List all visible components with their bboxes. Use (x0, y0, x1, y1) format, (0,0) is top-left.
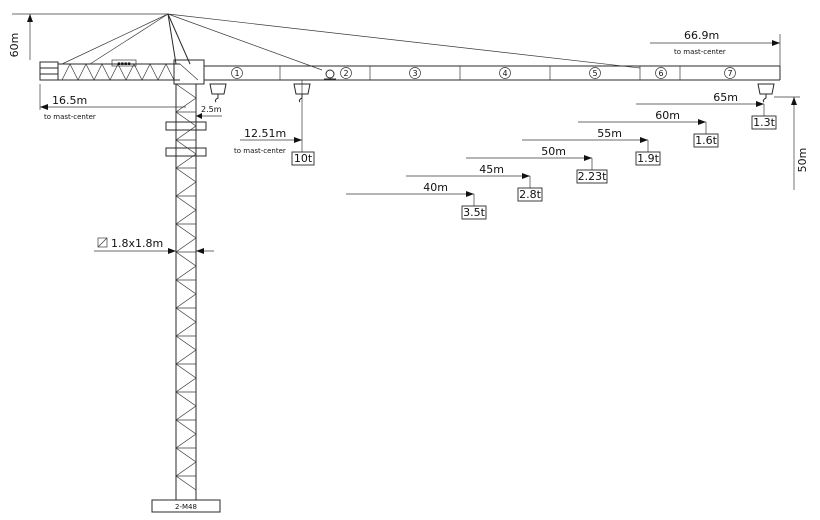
hook-height-label: 50m (796, 148, 809, 173)
load-chart-step: 55m 1.9t (522, 127, 661, 166)
max-radius-note: to mast-center (674, 48, 726, 56)
load-chart-load-box (576, 169, 608, 184)
main-jib: 1 2 3 4 5 6 7 (204, 65, 781, 81)
load-chart-arrow (584, 155, 592, 161)
load-chart-load-label: 1.6t (695, 134, 717, 147)
jib-section-number: 3 (412, 69, 417, 78)
max-load-label: 10t (294, 152, 313, 165)
jib-section-number: 7 (727, 69, 732, 78)
load-chart-load-box (635, 151, 661, 166)
tower-height-label: 60m (8, 33, 21, 58)
load-chart-radius-label: 45m (479, 163, 504, 176)
max-load-radius-label: 12.51m (244, 127, 286, 140)
trolley (324, 69, 336, 80)
load-chart: 40m 3.5t 45m 2.8t 50m 2.23t 55m 1.9t 60m 1.6t 65m 1… (346, 91, 777, 220)
jib-end-hook (757, 83, 775, 103)
jib-section-number: 1 (234, 69, 239, 78)
counter-jib-plate-text: ▪▪▪▪ (117, 61, 131, 67)
jib-section-number: 6 (658, 69, 663, 78)
load-chart-arrow (756, 101, 764, 107)
mast-lattice-bracing (175, 83, 197, 491)
slewing-offset-dimension: 2.5m (196, 105, 222, 119)
load-chart-arrow (522, 173, 530, 179)
load-chart-load-label: 2.23t (578, 170, 607, 183)
max-load-hook: 12.51m to mast-center 10t (234, 80, 315, 166)
jib-section-number: 5 (592, 69, 597, 78)
auxiliary-hook (209, 83, 227, 103)
load-chart-radius-label: 50m (541, 145, 566, 158)
load-chart-radius-label: 65m (713, 91, 738, 104)
jib-section-marker: 3 (409, 67, 421, 79)
load-chart-arrow (698, 119, 706, 125)
load-chart-load-box (461, 205, 487, 220)
counter-jib-radius-note: to mast-center (44, 113, 96, 121)
load-chart-step: 65m 1.3t (636, 91, 777, 130)
max-radius-dimension: 66.9m to mast-center (650, 29, 781, 66)
load-chart-radius-label: 55m (597, 127, 622, 140)
max-load-radius-note: to mast-center (234, 147, 286, 155)
load-chart-load-box (517, 187, 543, 202)
jib-section-marker: 7 (724, 67, 736, 79)
jib-section-marker: 5 (589, 67, 601, 79)
load-chart-load-box (693, 133, 719, 148)
load-chart-radius-label: 40m (423, 181, 448, 194)
jib-section-marker: 2 (340, 67, 352, 79)
load-chart-load-label: 3.5t (463, 206, 485, 219)
max-radius-label: 66.9m (684, 29, 719, 42)
jib-section-marker: 6 (655, 67, 667, 79)
load-chart-step: 45m 2.8t (406, 163, 543, 202)
jib-section-marker: 4 (499, 67, 511, 79)
jib-section-marker: 1 (231, 67, 243, 79)
jib-section-number: 4 (502, 69, 507, 78)
tower-head (61, 13, 641, 85)
counter-jib-radius-label: 16.5m (52, 94, 87, 107)
load-chart-load-label: 2.8t (519, 188, 541, 201)
mast: 2-M48 (151, 83, 221, 513)
load-chart-arrow (466, 191, 474, 197)
load-chart-load-label: 1.3t (753, 116, 775, 129)
mast-section-dimension: 1.8x1.8m (94, 237, 214, 254)
load-chart-load-label: 1.9t (637, 152, 659, 165)
load-chart-radius-label: 60m (655, 109, 680, 122)
slewing-offset-label: 2.5m (201, 105, 222, 114)
load-chart-step: 40m 3.5t (346, 181, 487, 220)
hook-height-dimension: 50m (774, 96, 809, 190)
jib-section-number: 2 (343, 69, 348, 78)
tower-height-dimension: 60m (8, 13, 168, 60)
counter-jib: ▪▪▪▪ (39, 59, 180, 81)
load-chart-step: 50m 2.23t (466, 145, 608, 184)
mast-section-label: 1.8x1.8m (111, 237, 163, 250)
counter-jib-radius-dimension: 16.5m to mast-center (39, 84, 186, 121)
load-chart-step: 60m 1.6t (578, 109, 719, 148)
base-anchor-label: 2-M48 (175, 503, 197, 511)
load-chart-arrow (640, 137, 648, 143)
load-chart-load-box (751, 115, 777, 130)
